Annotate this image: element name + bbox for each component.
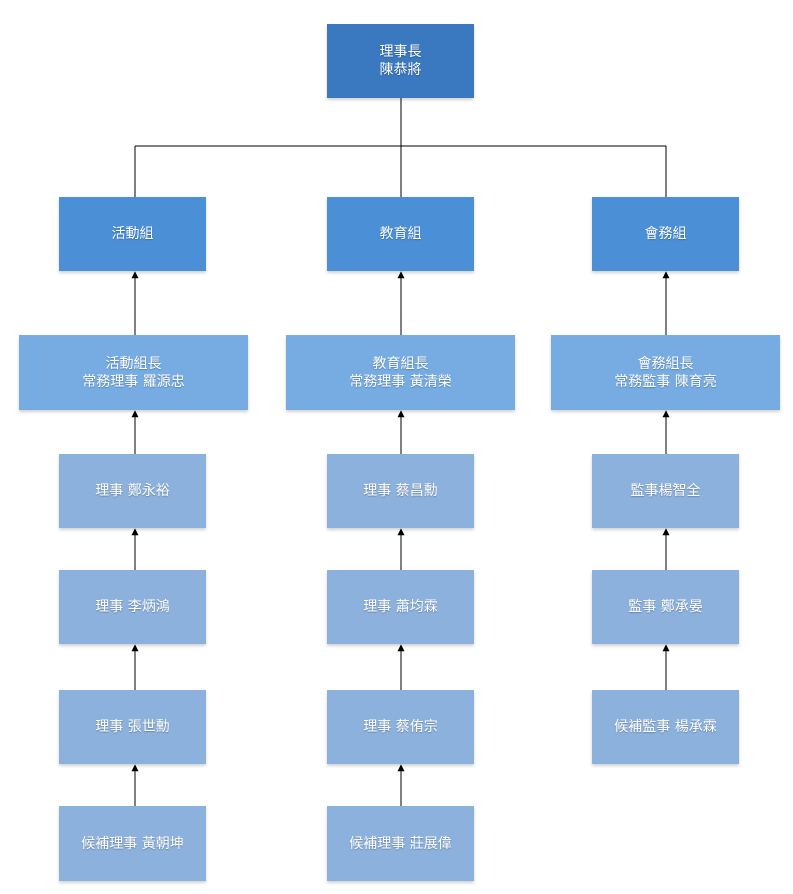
member-node: 理事 鄭永裕 <box>59 454 206 528</box>
root-node-chairman: 理事長 陳恭將 <box>327 24 474 98</box>
member-label: 理事 蕭均霖 <box>363 599 438 615</box>
group-label: 會務組 <box>644 226 687 242</box>
member-label: 候補理事 黃朝坤 <box>81 835 184 852</box>
member-node: 候補理事 莊展偉 <box>327 806 474 881</box>
member-node: 候補監事 楊承霖 <box>592 690 739 764</box>
root-person: 陳恭將 <box>379 62 422 78</box>
leader-node-education: 教育組長 常務理事 黃清榮 <box>286 335 515 410</box>
member-node: 候補理事 黃朝坤 <box>59 806 206 881</box>
leader-person: 常務監事 陳育亮 <box>614 373 717 390</box>
leader-title: 活動組長 <box>105 355 162 372</box>
group-label: 活動組 <box>111 226 154 242</box>
member-node: 理事 蔡侑宗 <box>327 690 474 764</box>
member-node: 理事 蔡昌勳 <box>327 454 474 528</box>
member-label: 監事 鄭承晏 <box>628 599 703 615</box>
leader-title: 會務組長 <box>637 355 694 372</box>
member-label: 監事楊智全 <box>630 483 701 499</box>
leader-node-activity: 活動組長 常務理事 羅源忠 <box>19 335 248 410</box>
group-node-affairs: 會務組 <box>592 197 739 271</box>
member-node: 理事 蕭均霖 <box>327 570 474 644</box>
leader-person: 常務理事 羅源忠 <box>82 373 185 390</box>
member-label: 候補理事 莊展偉 <box>349 835 452 852</box>
leader-person: 常務理事 黃清榮 <box>349 373 452 390</box>
root-title: 理事長 <box>379 44 422 60</box>
member-label: 理事 蔡侑宗 <box>363 719 438 735</box>
member-node: 監事 鄭承晏 <box>592 570 739 644</box>
member-label: 理事 張世勳 <box>95 719 170 735</box>
member-label: 理事 蔡昌勳 <box>363 483 438 499</box>
leader-title: 教育組長 <box>372 355 429 372</box>
member-label: 候補監事 楊承霖 <box>614 719 717 735</box>
group-node-activity: 活動組 <box>59 197 206 271</box>
group-node-education: 教育組 <box>327 197 474 271</box>
member-node: 理事 張世勳 <box>59 690 206 764</box>
member-label: 理事 李炳鴻 <box>95 599 170 615</box>
member-node: 理事 李炳鴻 <box>59 570 206 644</box>
group-label: 教育組 <box>379 226 422 242</box>
member-label: 理事 鄭永裕 <box>95 483 170 499</box>
member-node: 監事楊智全 <box>592 454 739 528</box>
leader-node-affairs: 會務組長 常務監事 陳育亮 <box>551 335 780 410</box>
